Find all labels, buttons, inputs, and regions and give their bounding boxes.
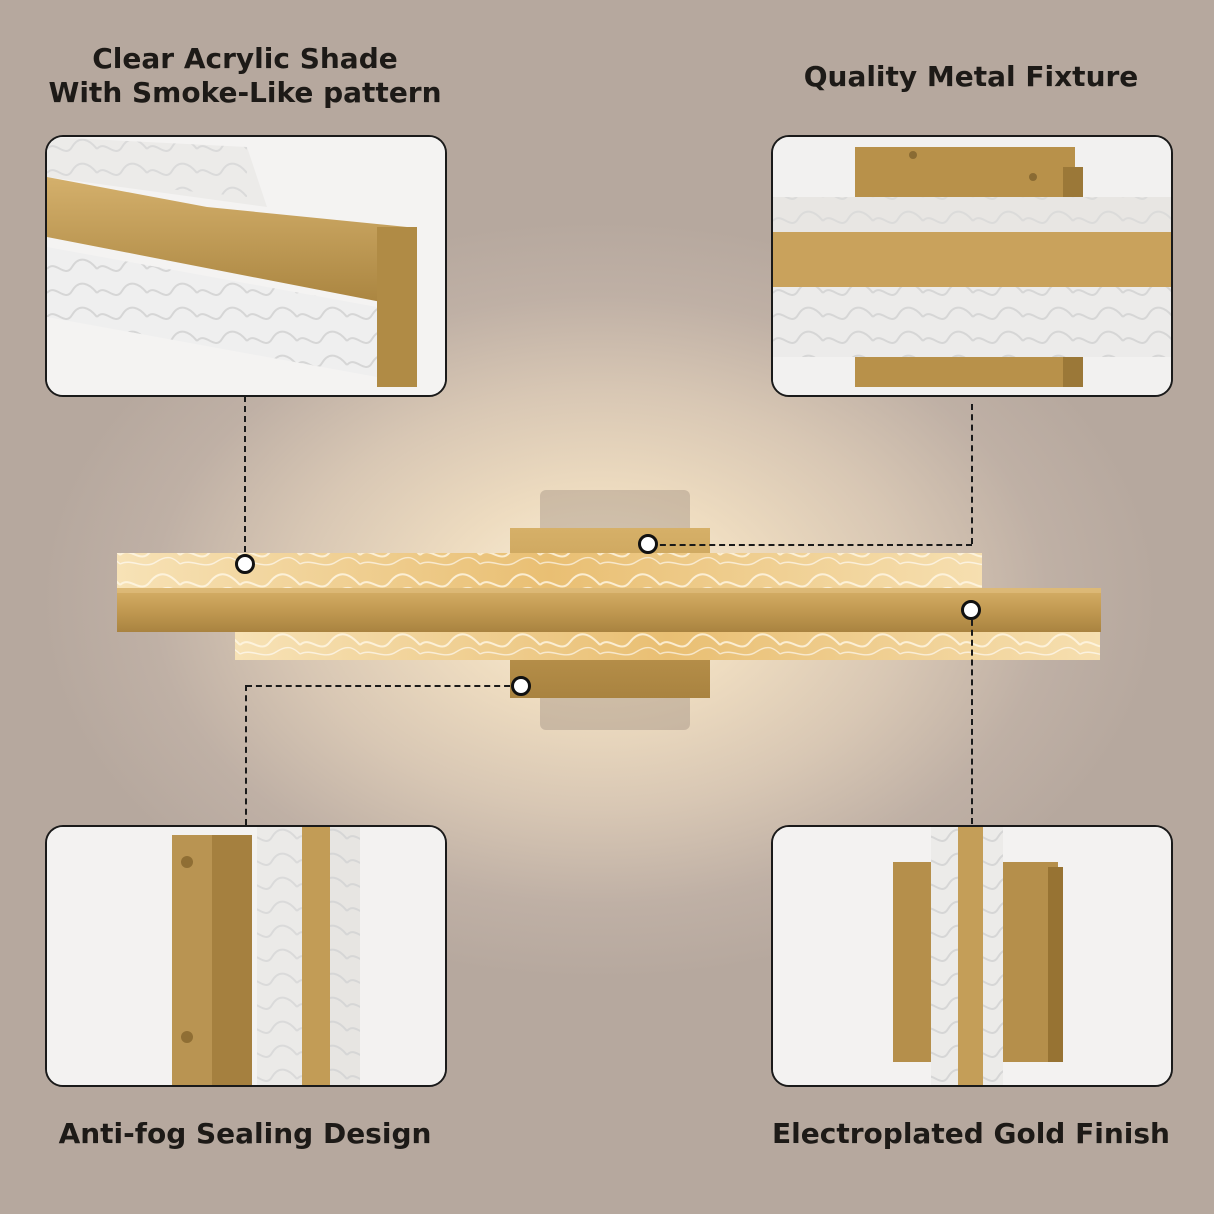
callout-line-top-right-h	[650, 544, 972, 546]
label-anti-fog-sealing: Anti-fog Sealing Design	[58, 1117, 432, 1150]
callout-dot-gold-finish	[961, 600, 981, 620]
callout-dot-fixture	[638, 534, 658, 554]
callout-line-top-left	[244, 396, 246, 562]
callout-dot-acrylic	[235, 554, 255, 574]
callout-line-bottom-left-v	[245, 685, 247, 825]
label-quality-metal-fixture: Quality Metal Fixture	[803, 60, 1139, 93]
acrylic-shade-closeup	[47, 137, 445, 395]
metal-fixture-closeup	[773, 137, 1171, 395]
label-clear-acrylic-shade: Clear Acrylic Shade With Smoke-Like patt…	[45, 42, 445, 110]
detail-panel-gold-finish	[771, 825, 1173, 1087]
label-line-2: With Smoke-Like pattern	[48, 76, 442, 109]
label-line-1: Clear Acrylic Shade	[92, 42, 398, 75]
callout-line-bottom-left-h	[246, 685, 520, 687]
callout-line-bottom-right	[971, 610, 973, 824]
detail-panel-acrylic-shade	[45, 135, 447, 397]
callout-dot-sealing	[511, 676, 531, 696]
callout-line-top-right-v	[971, 404, 973, 544]
gold-finish-closeup	[773, 827, 1171, 1085]
label-electroplated-gold: Electroplated Gold Finish	[772, 1117, 1170, 1150]
detail-panel-anti-fog-sealing	[45, 825, 447, 1087]
detail-panel-metal-fixture	[771, 135, 1173, 397]
sealing-closeup	[47, 827, 445, 1085]
